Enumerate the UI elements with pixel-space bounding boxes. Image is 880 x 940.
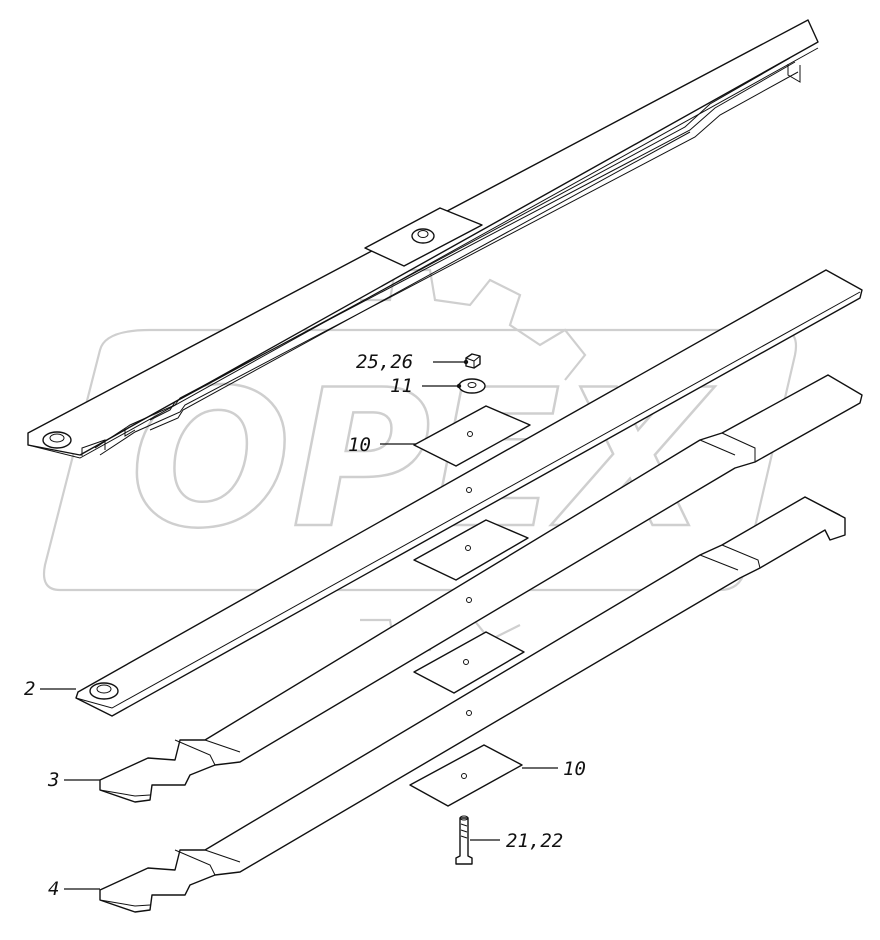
callout-4: 4	[48, 878, 59, 900]
center-bolt-21-22	[455, 815, 473, 865]
main-leaf-2	[75, 269, 863, 717]
leader-lines	[40, 359, 558, 890]
washer-11	[458, 378, 486, 394]
callout-21-22: 21,22	[506, 830, 563, 852]
callout-25-26: 25,26	[356, 351, 413, 373]
callout-3: 3	[47, 769, 59, 791]
callout-11: 11	[390, 375, 413, 397]
nut-25-26	[465, 353, 481, 369]
pad-10-second	[413, 519, 529, 581]
callout-10-bottom: 10	[563, 758, 586, 780]
callout-2: 2	[24, 678, 35, 700]
leaf-spring-assembly	[27, 19, 819, 459]
leaf-3	[99, 374, 863, 803]
pad-10-top	[413, 405, 531, 467]
callout-labels: 25,26 11 10 2 3 4 10 21,22	[24, 351, 586, 900]
leaf-4	[99, 496, 846, 913]
pad-10-bottom	[409, 744, 523, 807]
pad-10-third	[413, 631, 525, 694]
callout-10-top: 10	[348, 434, 371, 456]
